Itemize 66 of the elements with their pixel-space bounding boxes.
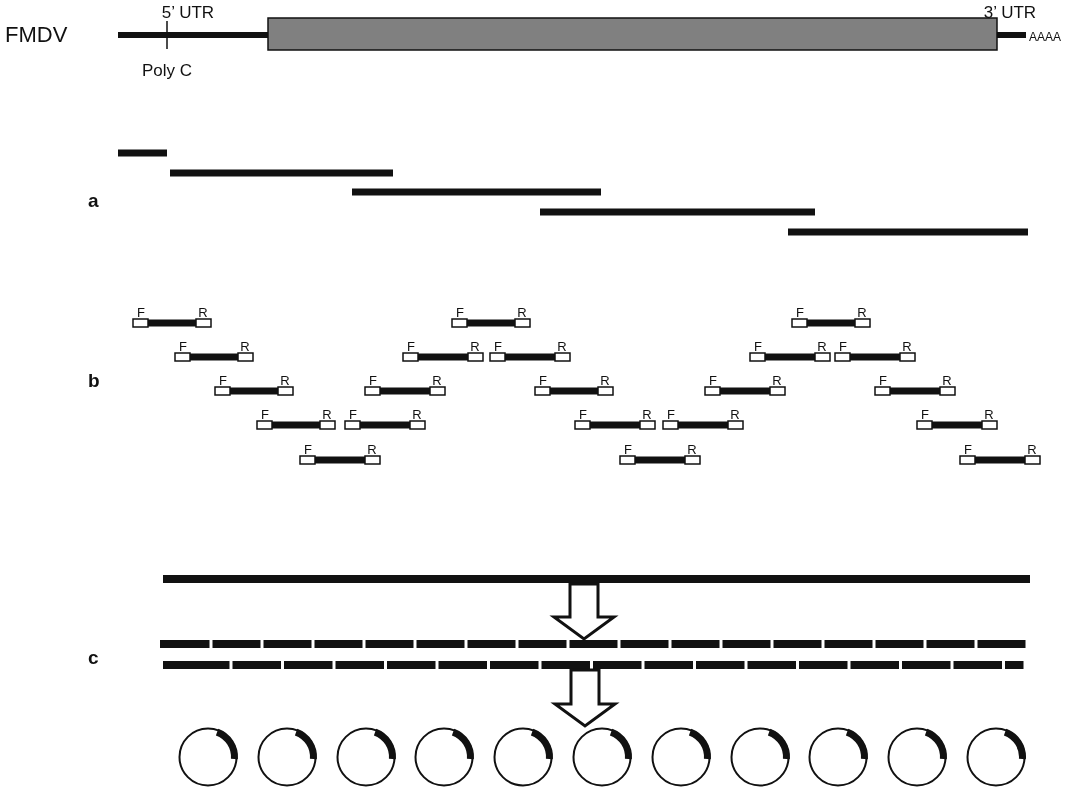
primer-label: R	[857, 305, 867, 319]
primer-label: R	[557, 339, 567, 353]
primer-label: R	[942, 373, 952, 387]
primer-label: F	[407, 339, 415, 353]
primer-label: F	[494, 339, 502, 353]
primer-label: F	[219, 373, 227, 387]
primer-label: R	[1027, 442, 1037, 456]
poly-c-label: Poly C	[141, 61, 193, 79]
primer-label: R	[240, 339, 250, 353]
panel-label: a	[88, 190, 99, 210]
primer-label: F	[179, 339, 187, 353]
primer-label: F	[921, 407, 929, 421]
primer-label: F	[964, 442, 972, 456]
primer-label: R	[984, 407, 994, 421]
block-arrow	[549, 582, 619, 641]
fragment-row	[163, 661, 1025, 669]
primer-label: R	[517, 305, 527, 319]
primer-label: F	[624, 442, 632, 456]
primer-label: R	[367, 442, 377, 456]
plasmid-circle	[650, 727, 711, 787]
primer-label: F	[796, 305, 804, 319]
plasmid-circle	[178, 727, 238, 787]
primer-label: R	[902, 339, 912, 353]
plasmid-circle	[256, 727, 317, 787]
plasmid-circle	[966, 727, 1026, 787]
primer-label: R	[642, 407, 652, 421]
primer-label: R	[412, 407, 422, 421]
primer-label: F	[456, 305, 464, 319]
panel-label: c	[88, 647, 99, 667]
plasmid-circle	[572, 727, 632, 787]
primer-label: R	[432, 373, 442, 387]
primer-label: F	[667, 407, 675, 421]
region-label: 3’ UTR	[983, 3, 1037, 21]
primer-label: F	[879, 373, 887, 387]
region-label: 5’ UTR	[161, 3, 215, 21]
primer-label: F	[754, 339, 762, 353]
primer-label: R	[600, 373, 610, 387]
plasmid-circle	[808, 727, 869, 787]
genome-label: FMDV	[5, 24, 68, 46]
plasmid-circle	[335, 727, 396, 787]
primer-label: F	[137, 305, 145, 319]
primer-label: F	[709, 373, 717, 387]
primer-label: R	[470, 339, 480, 353]
primer-label: F	[539, 373, 547, 387]
primer-label: F	[304, 442, 312, 456]
plasmid-circle	[493, 727, 554, 787]
plasmid-circle	[414, 727, 475, 787]
block-arrow	[550, 668, 620, 728]
poly-a-label: AAAA	[1029, 31, 1061, 43]
primer-label: R	[687, 442, 697, 456]
fragment-row	[160, 640, 1027, 648]
plasmid-circle	[729, 727, 790, 787]
primer-label: F	[349, 407, 357, 421]
primer-label: R	[817, 339, 827, 353]
primer-label: F	[369, 373, 377, 387]
full-length-bar	[163, 575, 1030, 583]
primer-label: R	[730, 407, 740, 421]
panel-label: b	[88, 370, 100, 390]
primer-label: R	[772, 373, 782, 387]
primer-label: F	[839, 339, 847, 353]
primer-label: R	[280, 373, 290, 387]
primer-label: R	[322, 407, 332, 421]
primer-label: F	[261, 407, 269, 421]
primer-label: F	[579, 407, 587, 421]
primer-label: R	[198, 305, 208, 319]
plasmid-circle	[887, 727, 948, 787]
